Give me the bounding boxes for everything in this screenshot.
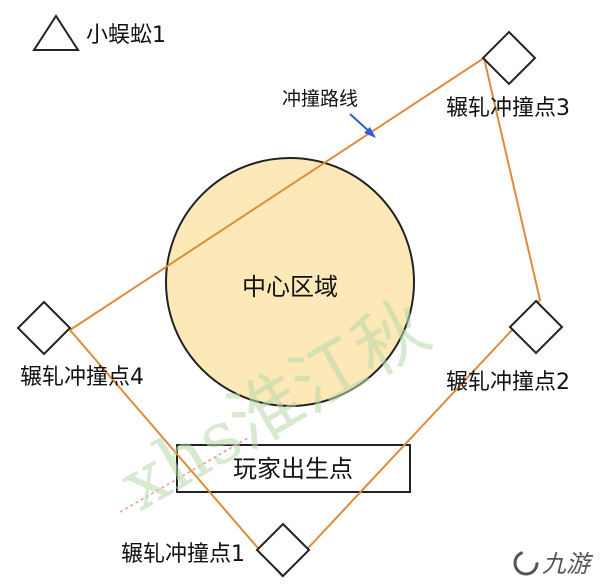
brand-logo: 九游 xyxy=(513,550,594,578)
centipede-label: 小蜈蚣1 xyxy=(86,23,166,48)
player-spawn-label: 玩家出生点 xyxy=(233,455,353,483)
charge-route-line xyxy=(69,56,542,578)
crash-point-2-diamond-icon xyxy=(508,299,564,355)
player-spawn-box xyxy=(176,444,411,493)
crash-point-1-label: 辗轧冲撞点1 xyxy=(121,542,245,567)
crash-point-3-diamond-icon xyxy=(481,30,537,86)
brand-swirl-icon xyxy=(513,550,539,576)
crash-point-3-label: 辗轧冲撞点3 xyxy=(446,96,570,121)
crash-point-1-diamond-icon xyxy=(255,522,311,578)
centipede-triangle-icon xyxy=(32,14,80,51)
crash-point-2-label: 辗轧冲撞点2 xyxy=(446,370,570,395)
stray-dashed-mark xyxy=(119,437,249,513)
center-area-circle xyxy=(165,157,415,407)
crash-point-4-diamond-icon xyxy=(16,300,72,356)
crash-point-4-label: 辗轧冲撞点4 xyxy=(20,365,144,390)
route-pointer-arrowhead xyxy=(364,127,376,138)
center-area-label: 中心区域 xyxy=(242,273,338,301)
route-label: 冲撞路线 xyxy=(282,88,358,110)
brand-name: 九游 xyxy=(542,550,594,578)
